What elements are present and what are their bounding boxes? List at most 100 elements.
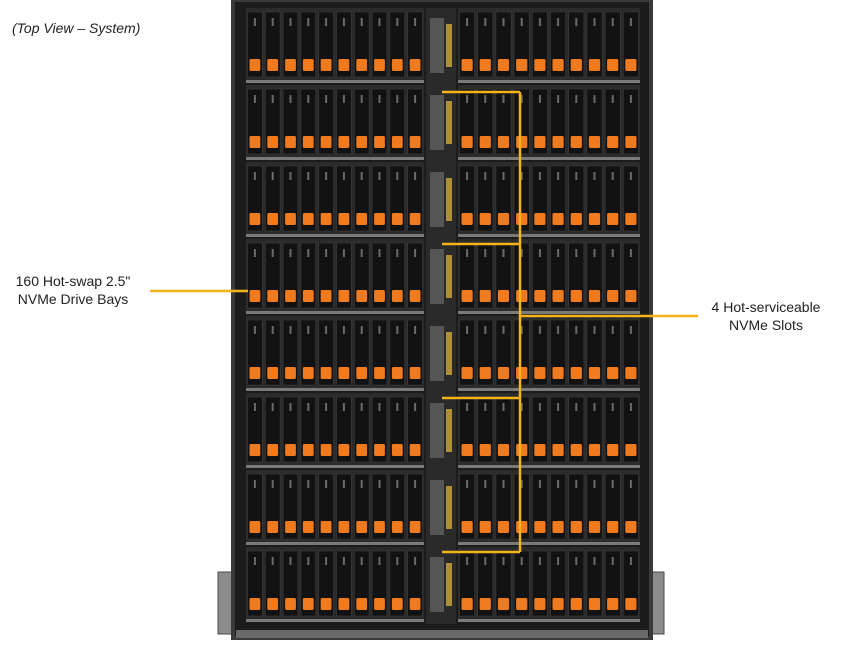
midplane-board	[430, 95, 444, 150]
drive-led	[325, 95, 328, 103]
drive-release-tab	[461, 213, 473, 225]
drive-release-tab	[320, 444, 332, 456]
drive-release-tab	[461, 598, 473, 610]
drive-led	[611, 249, 614, 257]
drive-release-tab	[285, 136, 296, 148]
drive-release-tab	[588, 598, 601, 610]
drive-release-tab	[302, 367, 314, 379]
drive-led	[538, 480, 541, 488]
drive-led	[342, 249, 345, 257]
drive-release-tab	[497, 444, 510, 456]
drive-led	[557, 403, 560, 411]
drive-led	[557, 326, 560, 334]
drive-led	[396, 172, 399, 180]
drive-led	[342, 326, 345, 334]
drive-release-tab	[302, 444, 314, 456]
drive-led	[396, 326, 399, 334]
drive-led	[502, 480, 505, 488]
drive-release-tab	[302, 290, 314, 302]
drive-led	[520, 249, 523, 257]
drive-row-rail	[246, 542, 424, 545]
drive-led	[360, 95, 363, 103]
drive-release-tab	[552, 598, 564, 610]
drive-release-tab	[570, 444, 582, 456]
drive-release-tab	[516, 444, 528, 456]
nvme-slots-callout: 4 Hot-serviceable NVMe Slots	[686, 298, 846, 334]
drive-release-tab	[461, 59, 473, 71]
drive-release-tab	[588, 367, 601, 379]
drive-led	[593, 172, 596, 180]
drive-release-tab	[338, 521, 350, 533]
drive-led	[466, 172, 469, 180]
drive-led	[629, 95, 632, 103]
drive-led	[557, 480, 560, 488]
drive-led	[414, 326, 417, 334]
midplane-board	[430, 18, 444, 73]
drive-row-rail	[246, 311, 424, 314]
drive-led	[307, 557, 310, 565]
drive-release-tab	[479, 136, 491, 148]
drive-led	[538, 326, 541, 334]
drive-release-tab	[356, 521, 368, 533]
drive-release-tab	[338, 598, 350, 610]
drive-release-tab	[479, 59, 491, 71]
drive-led	[557, 557, 560, 565]
drive-led	[593, 557, 596, 565]
drive-led	[538, 95, 541, 103]
drive-led	[307, 172, 310, 180]
drive-release-tab	[552, 444, 564, 456]
drive-led	[593, 95, 596, 103]
midplane-board	[430, 403, 444, 458]
drive-release-tab	[516, 367, 528, 379]
drive-led	[520, 480, 523, 488]
drive-led	[611, 480, 614, 488]
drive-release-tab	[625, 444, 637, 456]
drive-led	[520, 95, 523, 103]
drive-led	[360, 249, 363, 257]
drive-row-rail	[458, 311, 640, 314]
drive-led	[307, 95, 310, 103]
drive-release-tab	[409, 444, 421, 456]
drive-release-tab	[338, 444, 350, 456]
drive-led	[378, 403, 381, 411]
drive-led	[378, 18, 381, 26]
drive-release-tab	[588, 136, 601, 148]
drive-led	[593, 480, 596, 488]
drive-led	[289, 95, 292, 103]
drive-release-tab	[497, 59, 510, 71]
drive-release-tab	[552, 59, 564, 71]
drive-release-tab	[497, 290, 510, 302]
drive-led	[502, 326, 505, 334]
drive-led	[520, 326, 523, 334]
drive-led	[557, 95, 560, 103]
drive-release-tab	[338, 136, 350, 148]
drive-led	[378, 557, 381, 565]
drive-led	[396, 95, 399, 103]
drive-led	[520, 172, 523, 180]
drive-release-tab	[249, 598, 261, 610]
drive-release-tab	[497, 213, 510, 225]
drive-led	[325, 480, 328, 488]
drive-led	[502, 403, 505, 411]
drive-led	[466, 557, 469, 565]
drive-led	[557, 18, 560, 26]
drive-release-tab	[320, 59, 332, 71]
drive-release-tab	[374, 444, 385, 456]
drive-led	[253, 95, 256, 103]
drive-release-tab	[374, 367, 385, 379]
drive-led	[271, 557, 274, 565]
drive-led	[414, 403, 417, 411]
midplane-cable	[446, 101, 452, 144]
drive-led	[611, 403, 614, 411]
drive-led	[360, 18, 363, 26]
drive-release-tab	[479, 598, 491, 610]
drive-release-tab	[302, 59, 314, 71]
drive-led	[360, 480, 363, 488]
drive-led	[575, 326, 578, 334]
drive-led	[396, 249, 399, 257]
drive-led	[502, 95, 505, 103]
drive-led	[538, 403, 541, 411]
drive-release-tab	[391, 136, 403, 148]
drive-led	[502, 249, 505, 257]
drive-release-tab	[285, 290, 296, 302]
